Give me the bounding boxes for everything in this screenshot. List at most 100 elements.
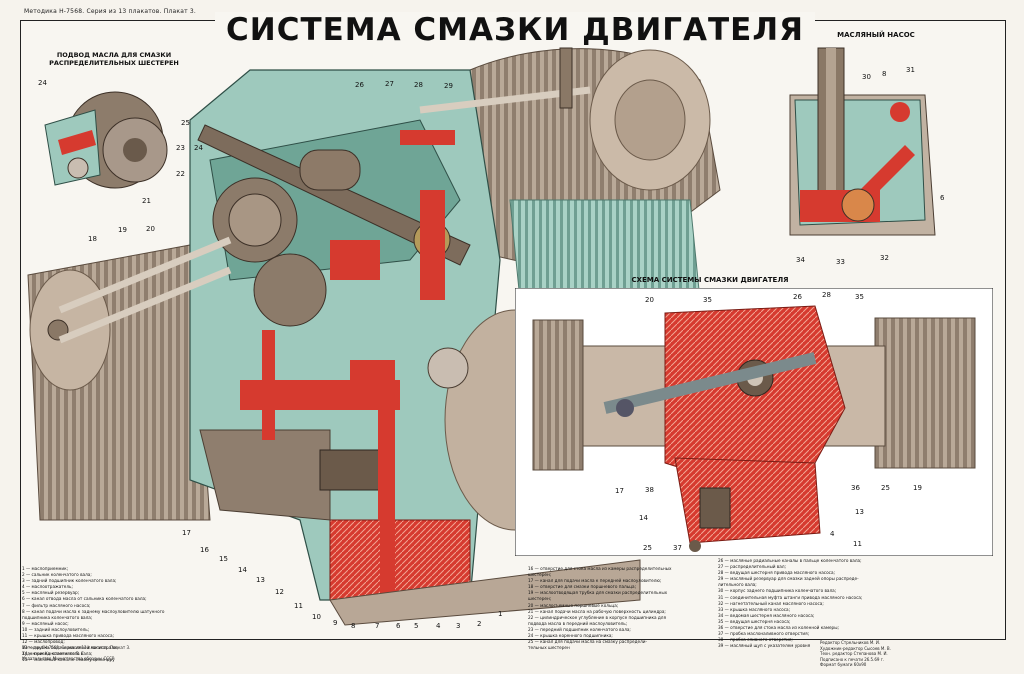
callout-label: 19 [913, 484, 922, 492]
legend-item: 29 — масляный резервуар для смазки задне… [718, 576, 859, 582]
legend-item: 15 — масляный канал к левому цилиндру [22, 657, 115, 663]
callout-label: 24 [194, 144, 203, 152]
crankcase-cover [329, 559, 641, 626]
callout-label: 26 [355, 81, 364, 89]
callout-label: 20 [645, 296, 654, 304]
callout-label: 38 [645, 486, 654, 494]
legend-item: 19 — маслоотводящая трубка для смазки ра… [528, 590, 668, 596]
callout-label: 33 [836, 258, 845, 266]
credit-line: Техн. редактор Степанова М. И. [820, 651, 888, 656]
legend-item: 11 — крышка привода масляного насоса; [22, 633, 114, 639]
callout-label: 36 [851, 484, 860, 492]
scheme-sump [674, 457, 821, 544]
credit-line: Художник-редактор Сысоев М. В. [820, 645, 891, 651]
legend-item: 25 — канал для подачи масла на смазку ра… [528, 639, 648, 645]
callout-label: 27 [385, 80, 394, 88]
callout-label: 34 [796, 256, 805, 264]
legend-item: 9 — масляный насос; [22, 620, 69, 626]
legend-left: 1 — маслоприемник; 2 — сальник коленчато… [22, 566, 202, 664]
callout-label: 17 [182, 529, 191, 537]
callout-label: 11 [853, 540, 862, 548]
legend-item: 28 — ведущая шестерня привода масляного … [718, 570, 835, 576]
callout-label: 10 [312, 613, 321, 621]
legend-item: 37 — пробка маслоналивного отверстия; [718, 631, 810, 637]
legend-item: 6 — канал отвода масла от сальника колен… [22, 596, 147, 602]
callout-label: 14 [639, 514, 648, 522]
callout-label: 28 [414, 81, 423, 89]
callout-label: 20 [146, 225, 155, 233]
callout-label: 29 [444, 82, 453, 90]
callout-label: 37 [673, 544, 682, 552]
callout-label: 9 [333, 619, 337, 627]
legend-item: 31 — соединительная муфта штанги привода… [718, 594, 863, 600]
callout-label: 8 [351, 622, 355, 630]
legend-item: 5 — масляный резервуар; [22, 590, 80, 596]
legend-right: 26 — масляные радиальные каналы в пальце… [718, 558, 898, 649]
gear-oil-feed-inset [44, 91, 168, 189]
oil-pump-inset [789, 47, 936, 236]
legend-item: подвода масла в передний маслоуловитель; [528, 620, 628, 626]
callout-label: 1 [498, 610, 502, 618]
crankcase [58, 47, 591, 601]
credit-line: Подписано к печати 26.5.69 г. [820, 656, 885, 662]
legend-item: 12 — маслопровод; [22, 639, 65, 645]
legend-item: 21 — канал подачи масла на рабочую повер… [528, 608, 666, 614]
credit-line: Формат бумаги 60х90 [820, 662, 867, 667]
callout-label: 32 [880, 254, 889, 262]
scheme-callouts: 20 35 26 28 35 17 38 14 25 37 4 11 13 36… [615, 291, 922, 552]
credit-line: Издательство Министерства обороны СССР [22, 656, 115, 661]
callout-label: 24 [38, 79, 47, 87]
callout-label: 18 [88, 235, 97, 243]
legend-item: 16 — отверстие для стока масла из камеры… [528, 566, 672, 571]
callout-labels: 24 25 23 24 22 18 21 20 19 17 16 15 14 1… [38, 66, 945, 630]
callout-label: 25 [643, 544, 652, 552]
callout-label: 3 [456, 622, 460, 630]
callout-label: 12 [275, 588, 284, 596]
legend-item: 38 — пробка сливного отверстия; [718, 637, 793, 643]
legend-item: 4 — маслоотражатель; [22, 584, 73, 590]
legend-item: 39 — масляный щуп с указателем уровня [718, 643, 811, 649]
inset-title-scheme: СХЕМА СИСТЕМЫ СМАЗКИ ДВИГАТЕЛЯ [631, 276, 789, 284]
legend-item: 10 — задний маслоуловитель; [22, 626, 90, 632]
main-cutaway [27, 47, 721, 626]
legend-item: шестерен; [528, 596, 552, 602]
right-cylinder [469, 48, 721, 301]
callout-label: 11 [294, 602, 303, 610]
legend-item: 2 — сальник коленчатого вала; [22, 572, 92, 578]
legend-item: 24 — крышка коренного подшипника; [528, 633, 613, 639]
legend-item: 35 — ведущая шестерня насоса; [718, 618, 791, 624]
callout-label: 6 [396, 622, 401, 630]
callout-label: 4 [830, 530, 835, 538]
callout-label: 35 [855, 293, 864, 301]
legend-item: тельных шестерен [528, 645, 570, 651]
series-line: Методика Н-7568. Серия из 13 плакатов. П… [24, 8, 196, 15]
legend-item: 3 — задний подшипник коленчатого вала; [22, 578, 117, 584]
legend-item: лительного вала; [718, 582, 757, 588]
legend-item: 26 — масляные радиальные каналы в пальце… [718, 558, 862, 563]
legend-item: 14 — привод коленчатого вала; [22, 651, 93, 657]
callout-label: 2 [477, 620, 481, 628]
callout-label: 26 [793, 293, 802, 301]
poster-title: СИСТЕМА СМАЗКИ ДВИГАТЕЛЯ [215, 12, 815, 48]
legend-item: 33 — крышка масляного насоса; [718, 606, 790, 612]
callout-label: 35 [703, 296, 712, 304]
callout-label: 8 [882, 70, 886, 78]
callout-label: 14 [238, 566, 247, 574]
callout-label: 16 [200, 546, 209, 554]
lubrication-scheme-inset: 20 35 26 28 35 17 38 14 25 37 4 11 13 36… [515, 288, 993, 556]
legend-item: 32 — нагнетательный канал масляного насо… [718, 600, 824, 606]
callout-label: 28 [822, 291, 831, 299]
callout-label: 13 [855, 508, 864, 516]
callout-label: 7 [375, 622, 379, 630]
credit-line: Редактор Стрельников М. И. [820, 640, 881, 645]
callout-label: 21 [142, 197, 151, 205]
legend-item: 36 — отверстие для стока масла из коленн… [718, 625, 839, 631]
legend-item: 7 — фильтр масляного насоса; [22, 602, 91, 608]
callout-label: 17 [615, 487, 624, 495]
inset-title-oil-pump: МАСЛЯНЫЙ НАСОС [837, 31, 915, 39]
callout-label: 23 [176, 144, 185, 152]
legend-item: 18 — отверстие для смазки поршневого пал… [528, 584, 637, 590]
inset-title-gear-oil-feed: ПОДВОД МАСЛА ДЛЯ СМАЗКИ РАСПРЕДЕЛИТЕЛЬНЫ… [49, 51, 179, 67]
legend-item: 17 — канал для подачи масла к передней м… [528, 578, 662, 584]
callout-label: 6 [940, 194, 945, 202]
